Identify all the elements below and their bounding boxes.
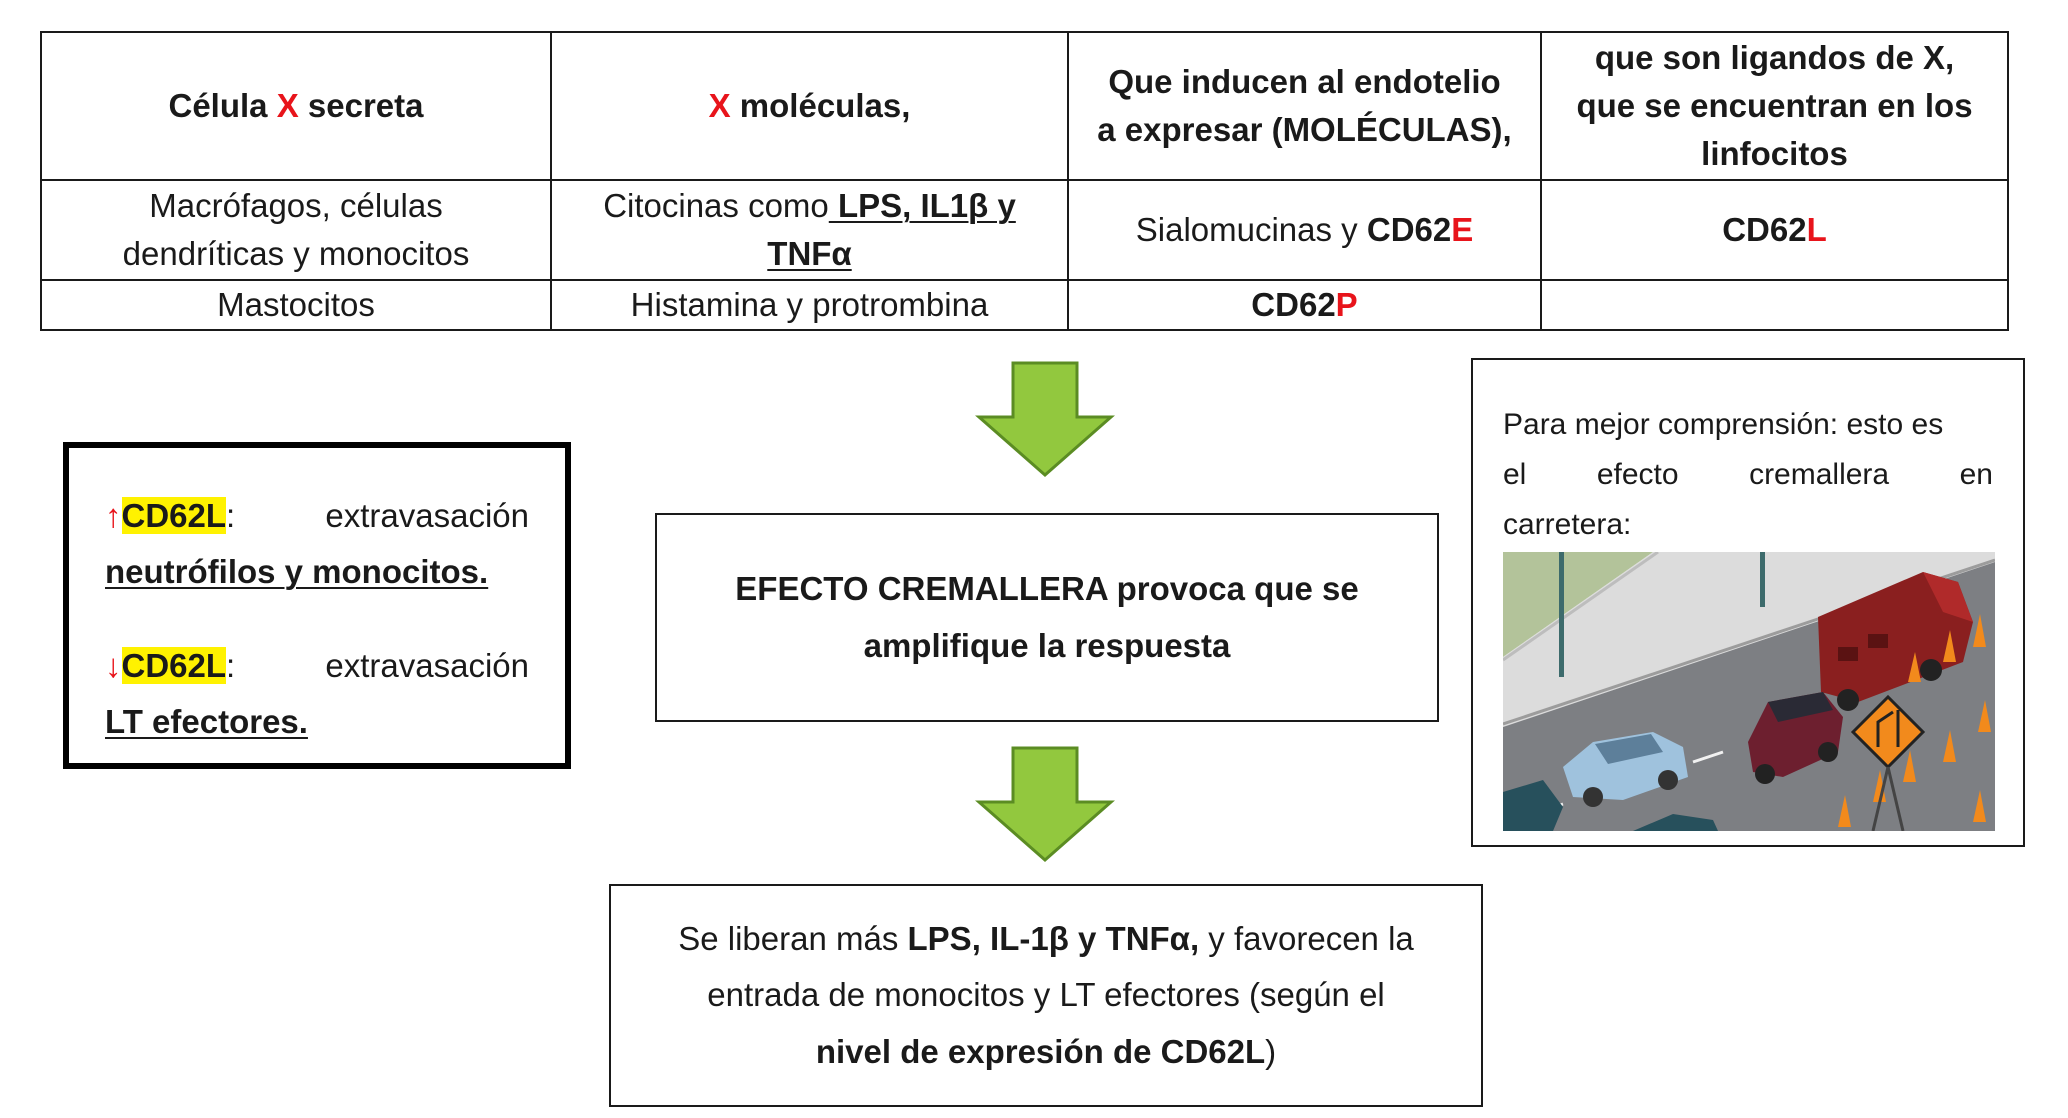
table-header-row: Célula X secreta X moléculas, Que induce… bbox=[40, 31, 2009, 181]
header-cell-ligands: que son ligandos de X, que se encuentran… bbox=[1540, 31, 2009, 181]
summary-table: Célula X secreta X moléculas, Que induce… bbox=[40, 31, 2009, 331]
road-merge-image bbox=[1503, 552, 1995, 831]
table-row: Mastocitos Histamina y protrombina CD62P bbox=[40, 279, 2009, 331]
cd62l-down-line: ↓CD62L: extravasación bbox=[105, 647, 529, 685]
cd62l-label: CD62L bbox=[121, 497, 227, 534]
table-row: Macrófagos, células dendríticas y monoci… bbox=[40, 179, 2009, 281]
table-cell-molecules: Histamina y protrombina bbox=[550, 279, 1069, 331]
header-cell-molecules: X moléculas, bbox=[550, 31, 1069, 181]
zipper-effect-box: EFECTO CREMALLERA provoca que se amplifi… bbox=[655, 513, 1439, 722]
zipper-explanation-box: Para mejor comprensión: esto es el efect… bbox=[1471, 358, 2025, 847]
header-cell-secreting-cell: Célula X secreta bbox=[40, 31, 552, 181]
table-cell-endothelium: CD62P bbox=[1067, 279, 1542, 331]
result-box: Se liberan más LPS, IL-1β y TNFα, y favo… bbox=[609, 884, 1483, 1107]
table-cell-cells: Mastocitos bbox=[40, 279, 552, 331]
arrow-down-icon: ↓ bbox=[105, 647, 122, 685]
zip-text-line2: el efecto cremallera en bbox=[1503, 458, 1993, 492]
table-cell-cells: Macrófagos, células dendríticas y monoci… bbox=[40, 179, 552, 281]
cd62l-label: CD62L bbox=[121, 647, 227, 685]
cd62l-up-line: ↑CD62L: extravasación bbox=[105, 497, 529, 534]
cd62l-down-target: LT efectores. bbox=[105, 703, 308, 741]
cd62l-levels-box: ↑CD62L: extravasación neutrófilos y mono… bbox=[63, 442, 571, 769]
road-merge-illustration bbox=[1503, 552, 1995, 831]
table-cell-ligand bbox=[1540, 279, 2009, 331]
down-arrow-icon bbox=[975, 746, 1115, 862]
table-cell-ligand: CD62L bbox=[1540, 179, 2009, 281]
table-cell-molecules: Citocinas como LPS, IL1β y TNFα bbox=[550, 179, 1069, 281]
zip-text-line1: Para mejor comprensión: esto es bbox=[1503, 408, 1944, 441]
zip-text-line3: carretera: bbox=[1503, 508, 1632, 542]
header-cell-endothelium: Que inducen al endotelio a expresar (MOL… bbox=[1067, 31, 1542, 181]
arrow-up-icon: ↑ bbox=[105, 497, 122, 534]
cd62l-up-target: neutrófilos y monocitos. bbox=[105, 553, 489, 591]
table-cell-endothelium: Sialomucinas y CD62E bbox=[1067, 179, 1542, 281]
down-arrow-icon bbox=[975, 361, 1115, 477]
